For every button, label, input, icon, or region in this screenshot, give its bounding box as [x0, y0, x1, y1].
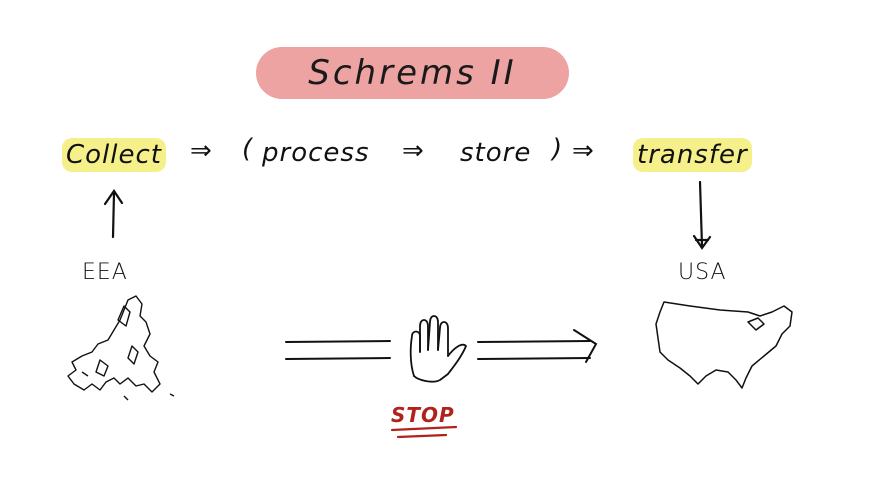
stop-hand-icon — [409, 315, 467, 383]
down-arrow-icon — [692, 180, 712, 250]
flow-store: store — [460, 138, 532, 168]
flow-transfer: transfer — [633, 138, 752, 172]
flow-close-paren: ) — [552, 134, 564, 164]
stop-underline — [390, 425, 458, 439]
flow-open-paren: ( — [242, 134, 254, 164]
flow-arrow-3: ⇒ — [572, 136, 595, 166]
region-label-usa: USA — [678, 260, 727, 285]
region-label-eea: EEA — [82, 260, 128, 285]
title-pill: Schrems II — [256, 47, 569, 99]
flow-arrow-2: ⇒ — [402, 136, 425, 166]
usa-map-icon — [655, 301, 793, 389]
flow-collect: Collect — [62, 138, 166, 172]
transfer-blocked-arrow — [285, 329, 598, 363]
europe-map-icon — [67, 295, 175, 401]
flow-arrow-1: ⇒ — [190, 136, 213, 166]
stop-label: STOP — [391, 403, 455, 427]
up-arrow-icon — [103, 189, 124, 239]
flow-process: process — [262, 138, 370, 168]
diagram-title: Schrems II — [308, 53, 517, 93]
